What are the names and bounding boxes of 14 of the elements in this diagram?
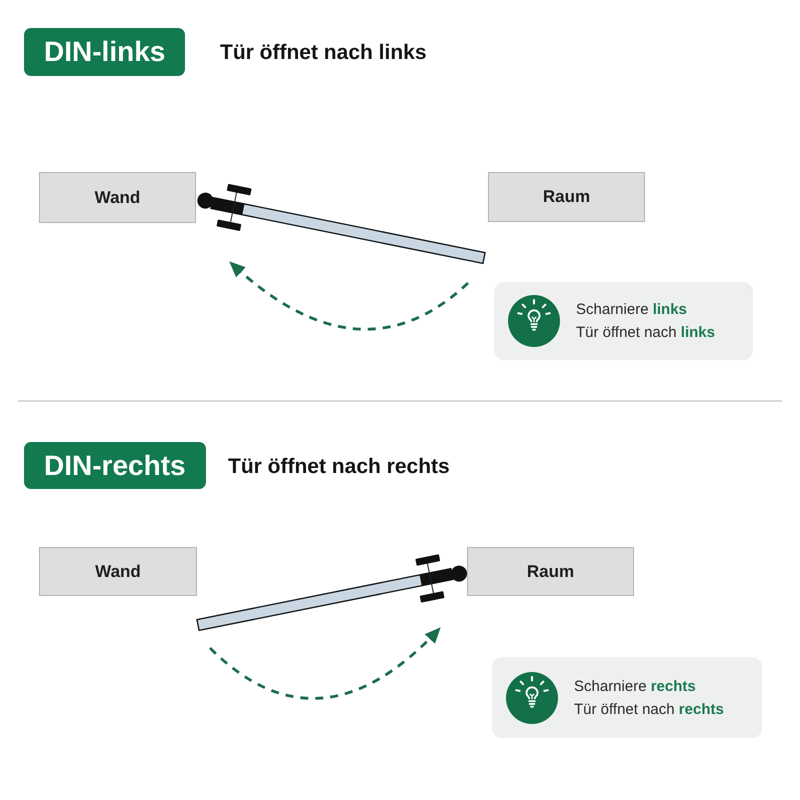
tip-card [494, 282, 753, 360]
heading-tag: DIN-links [24, 28, 186, 76]
tip-text: Scharniere rechts [574, 676, 697, 696]
heading-text: Tür öffnet nach links [220, 40, 427, 66]
tip-text: Scharniere links [576, 300, 688, 320]
tip-text: Tür öffnet nach rechts [574, 700, 724, 720]
heading-text: Tür öffnet nach rechts [228, 454, 450, 480]
plan-block: Wand [39, 172, 196, 223]
heading-tag: DIN-rechts [24, 442, 206, 489]
plan-block: Wand [39, 547, 197, 596]
plan-block: Raum [488, 172, 645, 222]
tip-card [492, 657, 762, 738]
plan-block: Raum [467, 547, 634, 596]
tip-text: Tür öffnet nach links [576, 323, 715, 343]
